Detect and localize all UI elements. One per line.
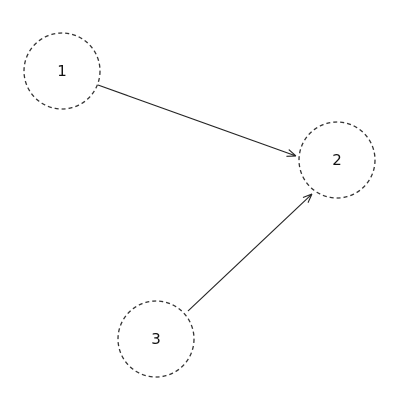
node-3-label: 3 [151, 330, 161, 348]
node-2-circle [298, 121, 376, 199]
node-2-label: 2 [332, 151, 342, 169]
edge-3-to-2 [187, 194, 312, 312]
node-1-circle [23, 32, 101, 110]
node-3[interactable]: 3 [117, 300, 195, 378]
node-2[interactable]: 2 [298, 121, 376, 199]
edge-1-to-2 [97, 84, 296, 156]
node-1-label: 1 [57, 62, 67, 80]
node-3-circle [117, 300, 195, 378]
node-1[interactable]: 1 [23, 32, 101, 110]
